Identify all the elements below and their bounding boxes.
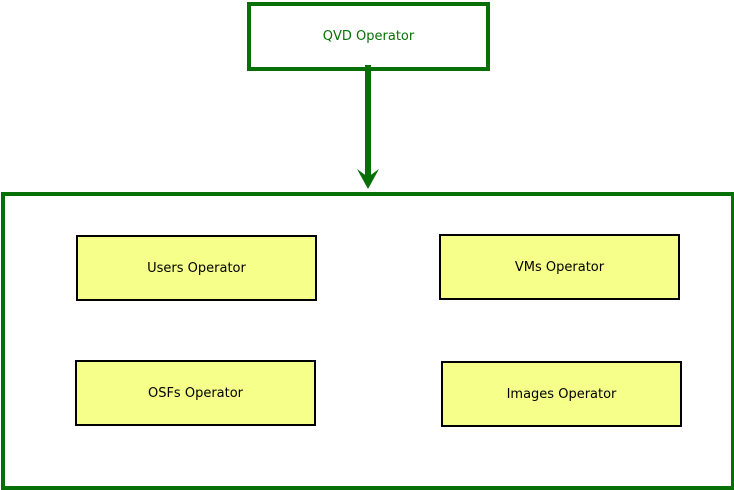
osfs-operator-label: OSFs Operator xyxy=(147,385,244,401)
qvd-operator-box: QVD Operator xyxy=(247,2,490,71)
vms-operator-box: VMs Operator xyxy=(439,234,680,300)
users-operator-label: Users Operator xyxy=(147,260,246,276)
vms-operator-label: VMs Operator xyxy=(514,259,605,275)
osfs-operator-box: OSFs Operator xyxy=(75,360,316,426)
qvd-operator-label: QVD Operator xyxy=(322,29,415,44)
images-operator-box: Images Operator xyxy=(441,361,682,427)
arrow-head xyxy=(357,169,379,189)
users-operator-box: Users Operator xyxy=(76,235,317,301)
images-operator-label: Images Operator xyxy=(506,386,617,402)
arrow-connector xyxy=(357,65,379,189)
